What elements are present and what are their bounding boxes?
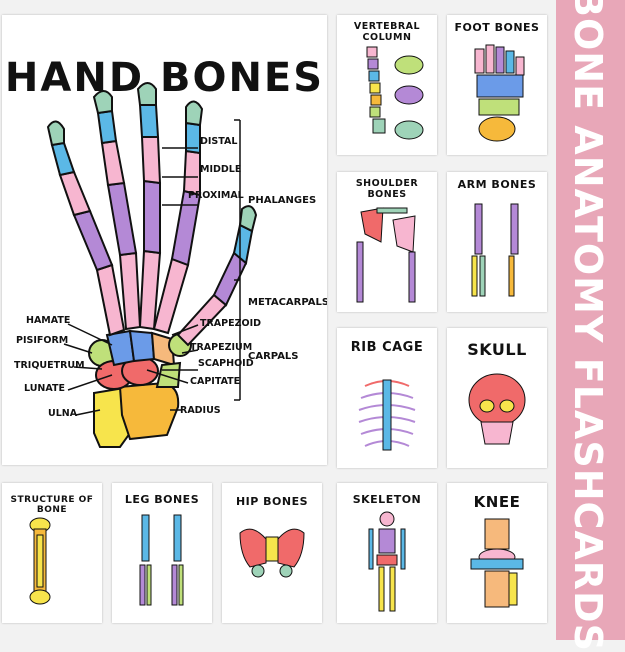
foot-bones-card: FOOT BONES bbox=[447, 15, 547, 155]
structure-of-bone-title: STRUCTURE OF BONE bbox=[10, 495, 94, 515]
hip-bones-illustration bbox=[239, 528, 305, 578]
leg-bones-card: LEG BONES bbox=[112, 483, 212, 623]
hip-bones-title: HIP BONES bbox=[235, 495, 309, 508]
label-triquetrum: TRIQUETRUM bbox=[14, 360, 85, 371]
label-scaphoid: SCAPHOID bbox=[198, 358, 254, 369]
hand-bones-title: HAND BONES bbox=[4, 55, 325, 101]
knee-card: KNEE bbox=[447, 483, 547, 623]
structure-of-bone-card: STRUCTURE OF BONE bbox=[2, 483, 102, 623]
skeleton-title: SKELETON bbox=[352, 493, 422, 506]
label-carpals: CARPALS bbox=[248, 351, 299, 362]
label-lunate: LUNATE bbox=[24, 383, 65, 394]
shoulder-bones-illustration bbox=[356, 207, 416, 303]
knee-illustration bbox=[470, 518, 524, 608]
foot-bones-illustration bbox=[474, 44, 525, 142]
label-phalanges: PHALANGES bbox=[248, 195, 317, 206]
structure-of-bone-illustration bbox=[29, 517, 51, 605]
vertebral-column-illustration bbox=[366, 46, 424, 140]
label-trapezium: TRAPEZIUM bbox=[190, 342, 253, 353]
leg-bones-title: LEG BONES bbox=[124, 493, 200, 506]
foot-bones-title: FOOT BONES bbox=[454, 21, 540, 34]
arm-bones-card: ARM BONES bbox=[447, 172, 547, 312]
arm-bones-title: ARM BONES bbox=[457, 178, 537, 191]
hand-bones-card: HAND BONES bbox=[2, 15, 327, 465]
label-middle: MIDDLE bbox=[200, 164, 242, 175]
shoulder-bones-card: SHOULDER BONES bbox=[337, 172, 437, 312]
rib-cage-illustration bbox=[358, 379, 416, 451]
label-trapezoid: TRAPEZOID bbox=[200, 318, 261, 329]
side-banner bbox=[556, 0, 625, 640]
skeleton-illustration bbox=[368, 511, 406, 612]
knee-title: KNEE bbox=[473, 493, 521, 511]
label-hamate: HAMATE bbox=[26, 315, 71, 326]
arm-bones-illustration bbox=[471, 203, 519, 297]
banner-title: BONE ANATOMY FLASHCARDS bbox=[566, 0, 610, 652]
vertebral-column-title: VERTEBRAL COLUMN bbox=[353, 21, 421, 43]
vertebral-column-card: VERTEBRAL COLUMN bbox=[337, 15, 437, 155]
hip-bones-card: HIP BONES bbox=[222, 483, 322, 623]
shoulder-bones-title: SHOULDER BONES bbox=[355, 178, 419, 200]
rib-cage-title: RIB CAGE bbox=[350, 340, 424, 355]
label-radius: RADIUS bbox=[180, 405, 221, 416]
skull-title: SKULL bbox=[467, 340, 527, 359]
label-capitate: CAPITATE bbox=[190, 376, 241, 387]
label-distal: DISTAL bbox=[200, 136, 238, 147]
label-metacarpals: METACARPALS bbox=[248, 297, 327, 308]
leg-bones-illustration bbox=[139, 514, 184, 606]
label-pisiform: PISIFORM bbox=[16, 335, 69, 346]
label-ulna: ULNA bbox=[48, 408, 78, 419]
rib-cage-card: RIB CAGE bbox=[337, 328, 437, 468]
skull-illustration bbox=[468, 373, 526, 445]
label-proximal: PROXIMAL bbox=[188, 190, 244, 201]
skull-card: SKULL bbox=[447, 328, 547, 468]
hand-bones-illustration bbox=[46, 82, 258, 448]
skeleton-card: SKELETON bbox=[337, 483, 437, 623]
